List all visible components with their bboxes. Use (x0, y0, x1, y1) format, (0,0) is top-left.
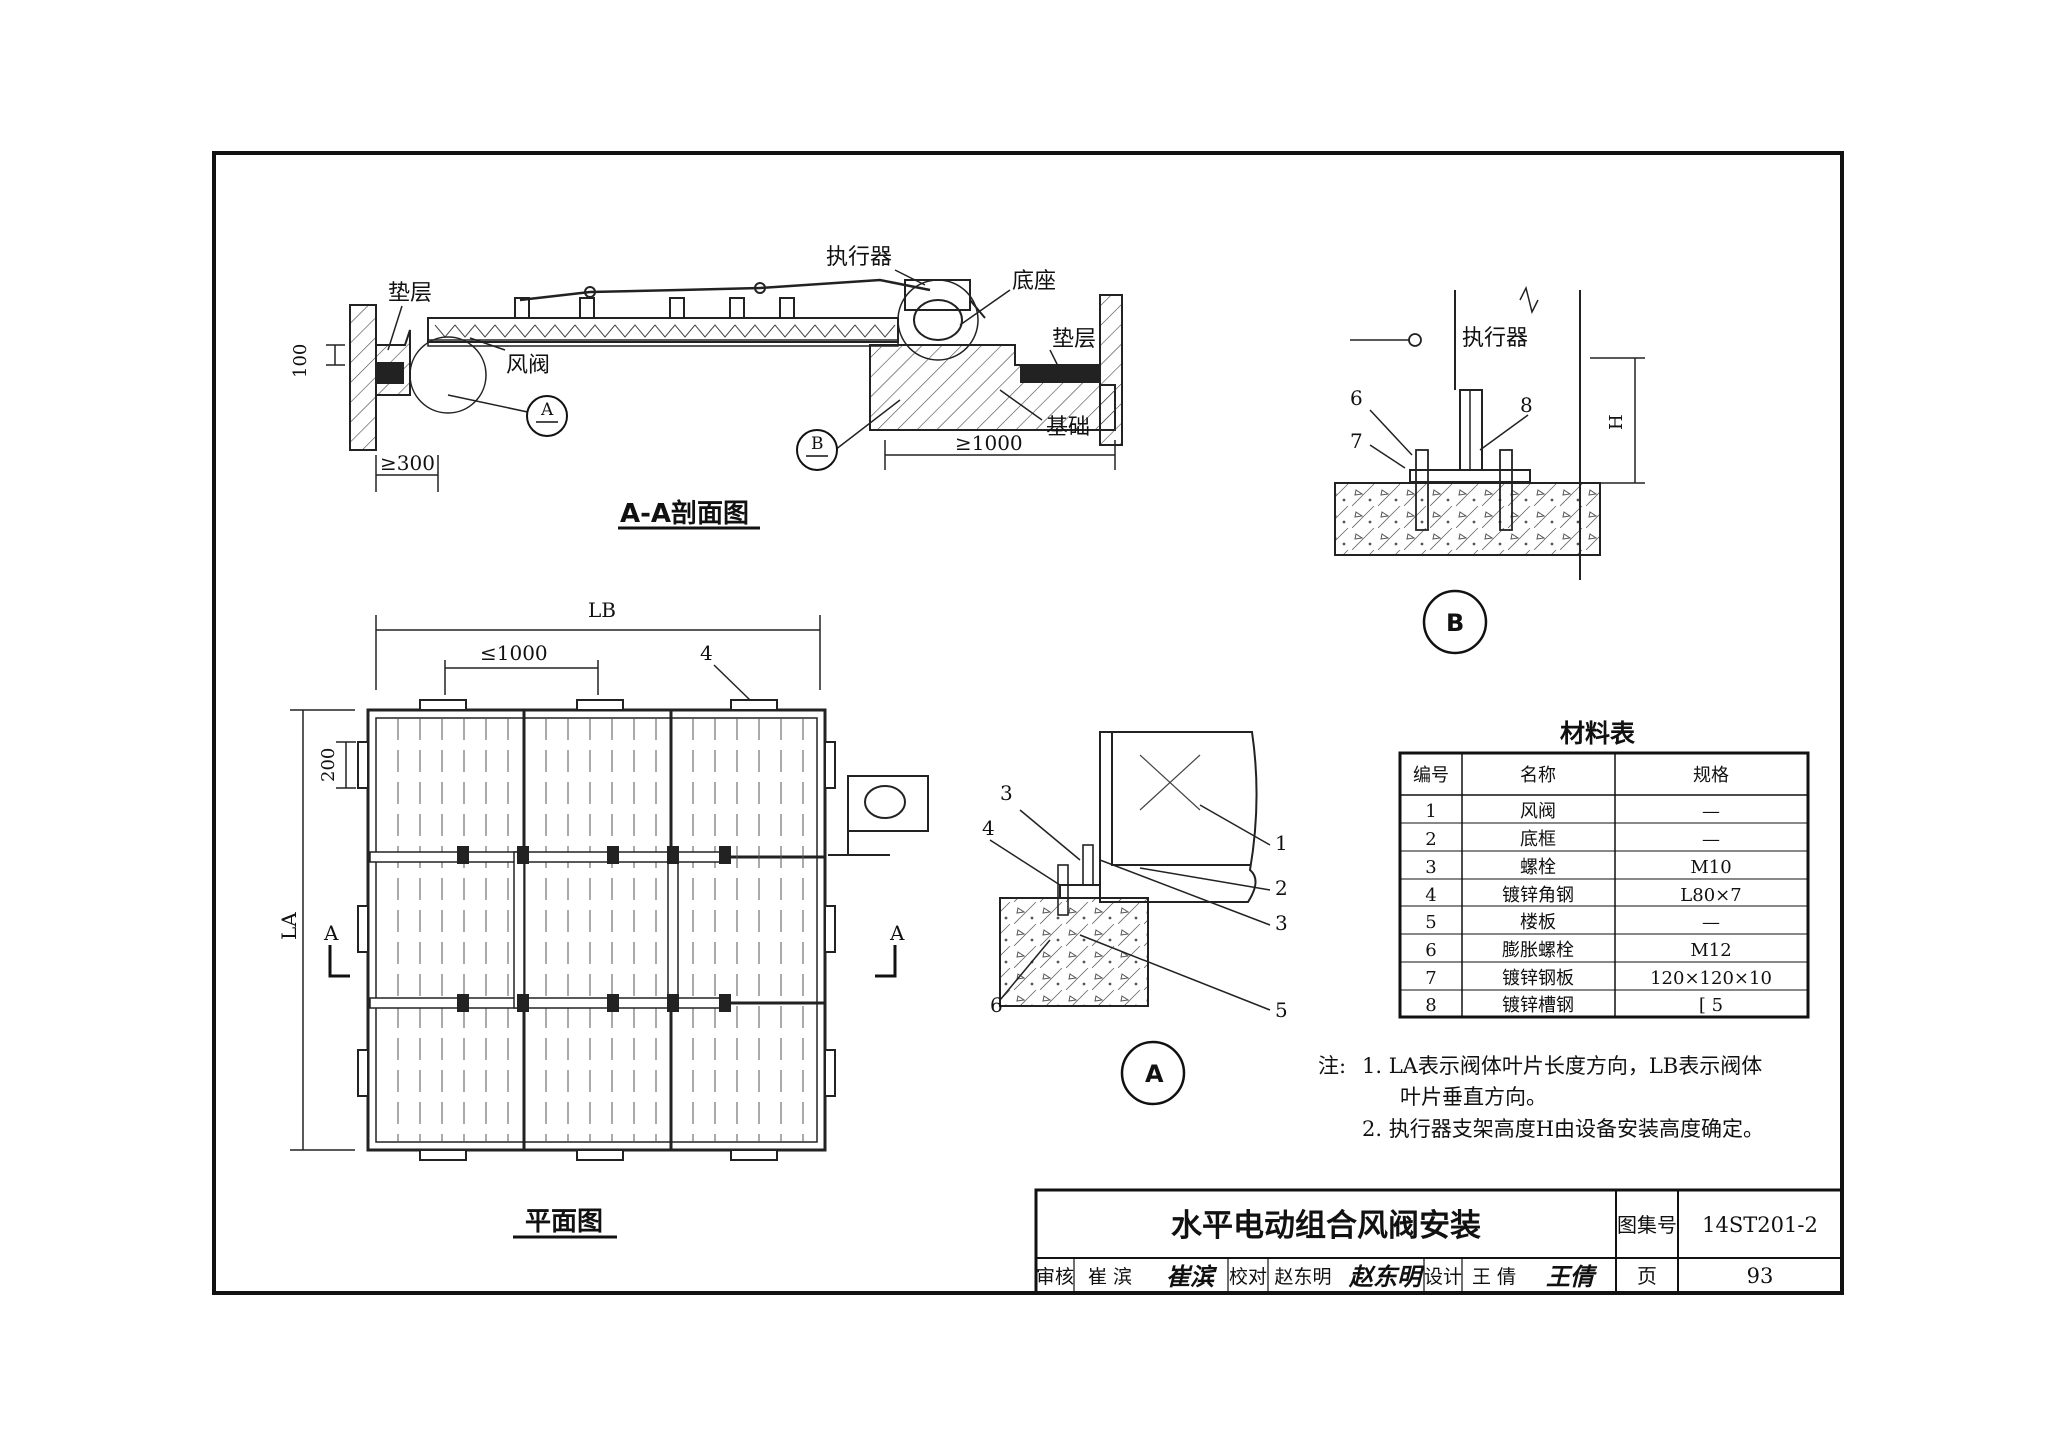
label-actuator: 执行器 (826, 245, 892, 270)
callout-b-ref: B (811, 434, 824, 454)
drawing-title: 水平电动组合风阀安装 (1171, 1208, 1481, 1244)
detail-a-callout: A (1145, 1060, 1164, 1088)
dim-300: ≥300 (380, 451, 435, 475)
plan-view (290, 615, 929, 1239)
checker-name: 赵东明 (1274, 1266, 1331, 1288)
design-label: 设计 (1424, 1266, 1462, 1288)
detail-b-actuator-label: 执行器 (1462, 326, 1528, 351)
page-number: 93 (1747, 1264, 1774, 1288)
dim-1000: ≥1000 (955, 431, 1023, 455)
detail-b-num8: 8 (1520, 393, 1533, 417)
plan-section-mark-right: A (889, 921, 905, 945)
mt-row-6-no: 6 (1425, 940, 1436, 961)
detail-a-leader-2: 2 (1275, 876, 1288, 900)
plan-item4-label: 4 (700, 641, 713, 665)
mt-row-4-name: 镀锌角钢 (1502, 885, 1574, 906)
detail-a (989, 731, 1271, 1011)
mt-row-8-spec: [ 5 (1699, 995, 1723, 1016)
detail-a-leader-3b: 3 (1275, 911, 1288, 935)
mt-row-5-name: 楼板 (1520, 912, 1556, 933)
mt-row-1-no: 1 (1425, 801, 1436, 822)
detail-a-leader-3: 3 (1000, 781, 1013, 805)
plan-section-mark-left: A (323, 921, 339, 945)
mt-row-5-no: 5 (1425, 912, 1436, 933)
detail-b-num7: 7 (1350, 429, 1363, 453)
mt-row-3-spec: M10 (1690, 857, 1731, 878)
notes-prefix: 注: (1318, 1054, 1346, 1078)
label-pad-left: 垫层 (388, 281, 432, 306)
review-label: 审核 (1036, 1266, 1074, 1288)
plan-lb-label: LB (588, 598, 616, 622)
callout-a-ref: A (540, 400, 554, 420)
mt-row-2-name: 底框 (1520, 829, 1556, 850)
mt-row-6-spec: M12 (1690, 940, 1731, 961)
mt-row-1-name: 风阀 (1520, 801, 1556, 822)
mt-row-4-no: 4 (1425, 885, 1436, 906)
detail-a-leader-6: 6 (990, 993, 1003, 1017)
mt-row-1-spec: — (1702, 801, 1720, 822)
label-pad-right: 垫层 (1052, 327, 1096, 352)
section-aa-title: A-A剖面图 (620, 498, 749, 529)
mt-header-no: 编号 (1413, 765, 1449, 786)
detail-a-leader-1: 1 (1275, 831, 1288, 855)
plan-view-title: 平面图 (525, 1207, 603, 1237)
detail-b-num6: 6 (1350, 386, 1363, 410)
material-table-title: 材料表 (1560, 719, 1636, 748)
dim-100: 100 (290, 344, 311, 378)
atlas-label: 图集号 (1617, 1213, 1677, 1237)
detail-b-callout: B (1446, 609, 1464, 637)
mt-row-2-spec: — (1702, 829, 1720, 850)
material-table (1398, 751, 1810, 1019)
reviewer-name: 崔 滨 (1088, 1266, 1132, 1288)
mt-header-name: 名称 (1520, 765, 1556, 786)
label-base-seat: 底座 (1012, 269, 1056, 294)
detail-b-h-label: H (1606, 414, 1627, 430)
mt-row-7-spec: 120×120×10 (1650, 968, 1772, 989)
mt-row-2-no: 2 (1425, 829, 1436, 850)
note-1: 1. LA表示阀体叶片长度方向，LB表示阀体 (1362, 1054, 1762, 1078)
mt-row-8-no: 8 (1425, 995, 1436, 1016)
note-1-cont: 叶片垂直方向。 (1400, 1085, 1547, 1109)
mt-row-7-name: 镀锌钢板 (1502, 968, 1574, 989)
mt-header-spec: 规格 (1693, 765, 1729, 786)
check-label: 校对 (1229, 1266, 1267, 1288)
detail-b (1334, 285, 1645, 580)
section-aa (326, 269, 1123, 530)
detail-a-leader-5: 5 (1275, 998, 1288, 1022)
note-2: 2. 执行器支架高度H由设备安装高度确定。 (1362, 1117, 1764, 1141)
page-label: 页 (1637, 1264, 1657, 1288)
label-damper: 风阀 (506, 353, 550, 378)
mt-row-7-no: 7 (1425, 968, 1436, 989)
plan-max1000-label: ≤1000 (480, 641, 548, 665)
mt-row-3-no: 3 (1425, 857, 1436, 878)
detail-a-leader-4: 4 (982, 816, 995, 840)
sheet-border (212, 151, 1844, 1295)
plan-200-label: 200 (318, 748, 339, 782)
atlas-number: 14ST201-2 (1702, 1213, 1818, 1237)
designer-name: 王 倩 (1472, 1266, 1516, 1288)
plan-la-label: LA (277, 912, 301, 940)
mt-row-6-name: 膨胀螺栓 (1502, 940, 1574, 961)
mt-row-3-name: 螺栓 (1520, 857, 1556, 878)
mt-row-4-spec: L80×7 (1680, 885, 1741, 906)
title-block (1034, 1188, 1844, 1295)
reviewer-signature: 崔滨 (1166, 1262, 1218, 1291)
checker-signature: 赵东明 (1348, 1262, 1425, 1291)
mt-row-5-spec: — (1702, 912, 1720, 933)
label-foundation: 基础 (1046, 415, 1090, 440)
designer-signature: 王倩 (1546, 1262, 1598, 1291)
mt-row-8-name: 镀锌槽钢 (1502, 995, 1574, 1016)
